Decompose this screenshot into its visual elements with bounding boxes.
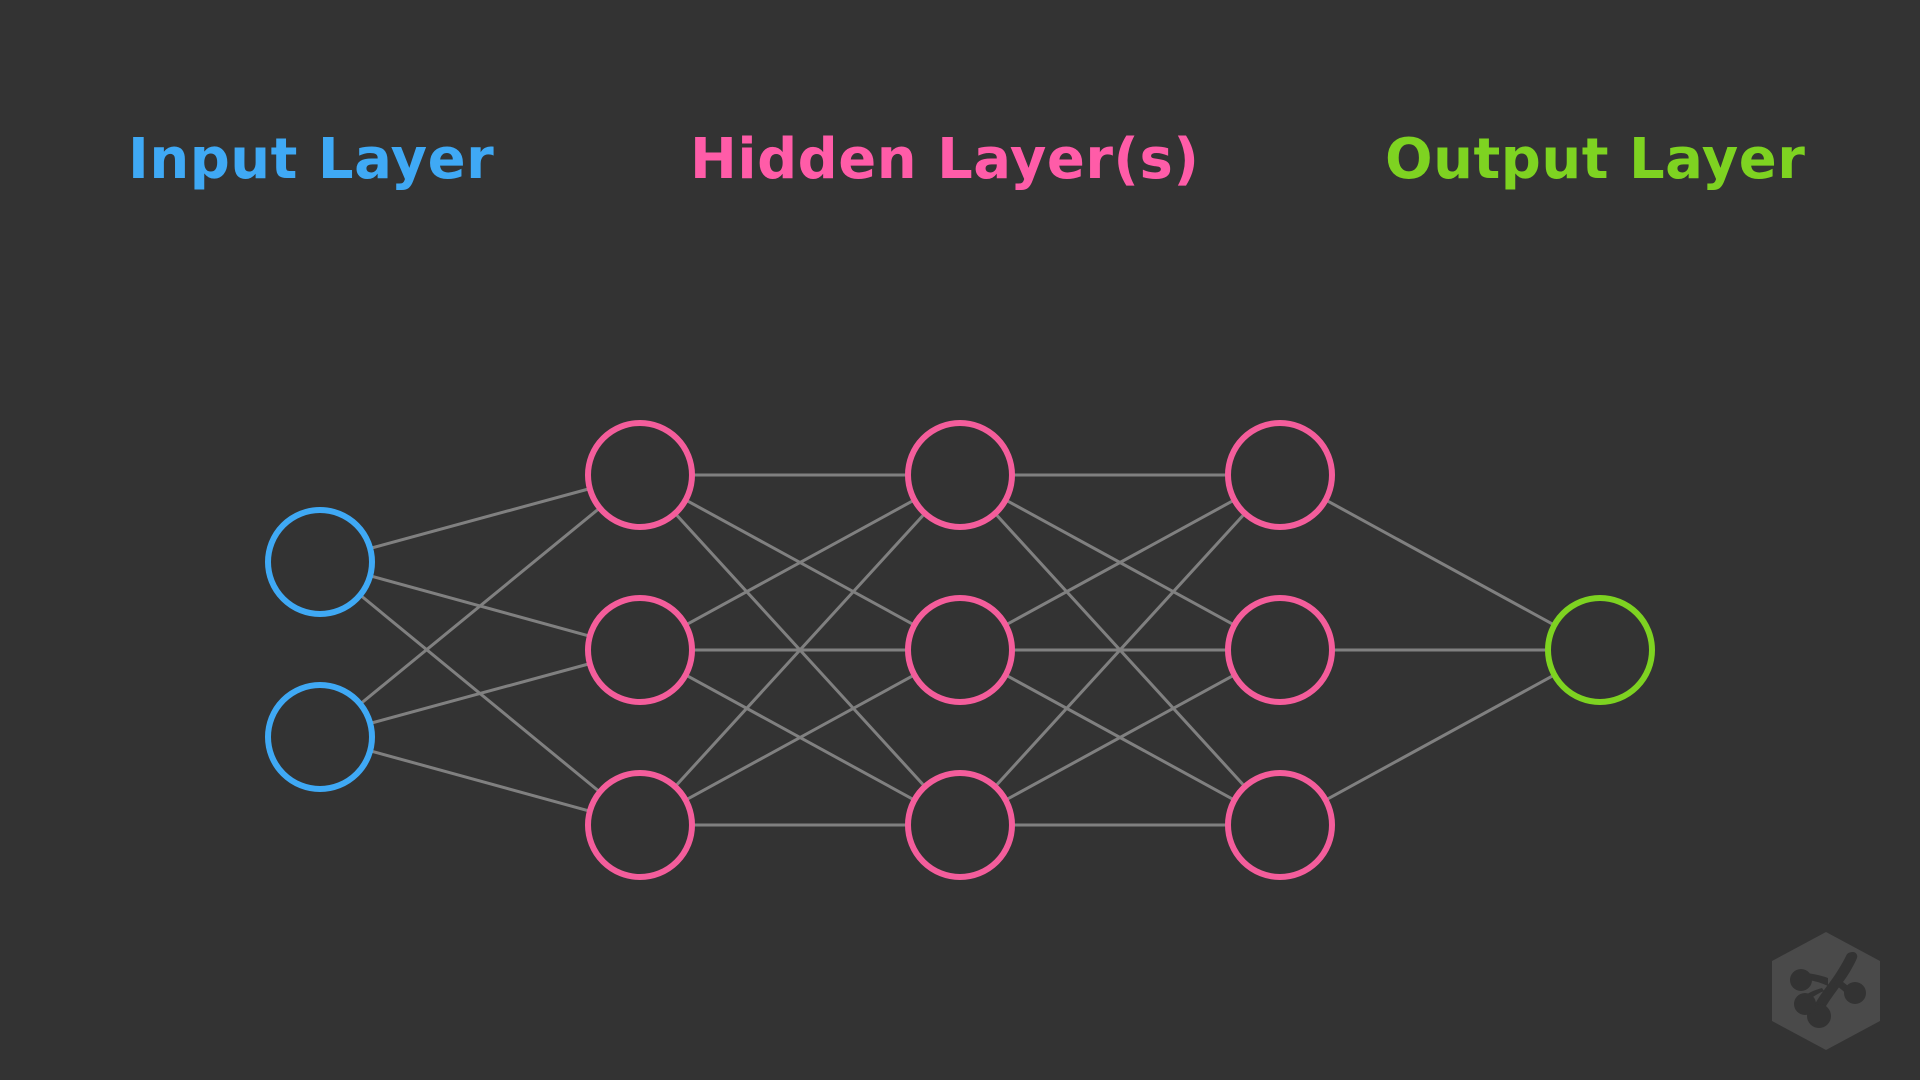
edge-h2-3-to-h3-1 bbox=[993, 511, 1247, 789]
node-h2-3[interactable] bbox=[905, 770, 1015, 880]
edge-h1-2-to-h2-1 bbox=[684, 498, 916, 627]
edge-i2-to-h1-1 bbox=[358, 506, 602, 706]
edge-h3-1-to-o1 bbox=[1324, 498, 1556, 627]
node-h1-1[interactable] bbox=[585, 420, 695, 530]
nodes-group bbox=[265, 420, 1655, 880]
input-layer-label: Input Layer bbox=[128, 127, 495, 192]
edge-h1-3-to-h2-2 bbox=[684, 673, 916, 802]
node-h1-2[interactable] bbox=[585, 595, 695, 705]
node-i1[interactable] bbox=[265, 507, 375, 617]
output-layer-label: Output Layer bbox=[1385, 127, 1806, 192]
node-h3-1[interactable] bbox=[1225, 420, 1335, 530]
node-h2-1[interactable] bbox=[905, 420, 1015, 530]
edges-group bbox=[358, 473, 1556, 827]
edge-i1-to-h1-1 bbox=[368, 486, 592, 551]
edge-i2-to-h1-3 bbox=[368, 749, 592, 813]
edge-h2-2-to-h3-1 bbox=[1004, 498, 1236, 627]
node-h1-3[interactable] bbox=[585, 770, 695, 880]
edge-h2-3-to-h3-2 bbox=[1004, 673, 1236, 802]
node-h2-2[interactable] bbox=[905, 595, 1015, 705]
edge-h3-3-to-o1 bbox=[1324, 673, 1556, 802]
node-i2[interactable] bbox=[265, 682, 375, 792]
node-o1[interactable] bbox=[1545, 595, 1655, 705]
edge-i2-to-h1-2 bbox=[368, 661, 592, 726]
hidden-layer-label: Hidden Layer(s) bbox=[690, 127, 1200, 192]
edge-h1-3-to-h2-1 bbox=[673, 511, 927, 789]
node-h3-3[interactable] bbox=[1225, 770, 1335, 880]
node-h3-2[interactable] bbox=[1225, 595, 1335, 705]
